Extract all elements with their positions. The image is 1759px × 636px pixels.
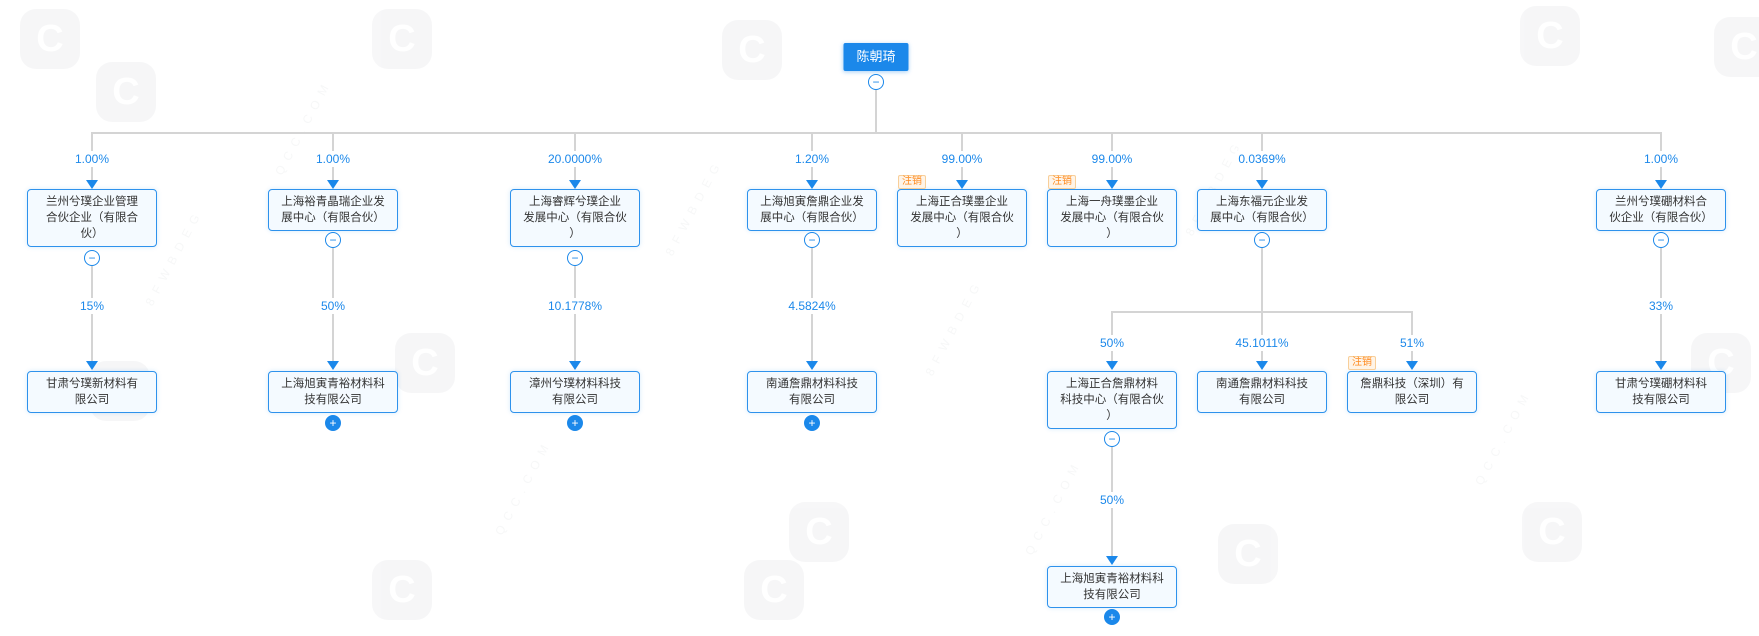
company-node[interactable]: 南通詹鼎材料科技 有限公司 xyxy=(1197,371,1327,413)
connector-line xyxy=(875,90,877,132)
arrow-down-icon xyxy=(1256,180,1268,189)
ownership-percent-label: 51% xyxy=(1396,335,1428,351)
connector-line xyxy=(91,132,1662,134)
arrow-down-icon xyxy=(1655,180,1667,189)
company-node[interactable]: 詹鼎科技（深圳）有 限公司 xyxy=(1347,371,1477,413)
arrow-down-icon xyxy=(327,180,339,189)
arrow-down-icon xyxy=(86,361,98,370)
qcc-watermark-logo-icon xyxy=(372,9,432,69)
arrow-down-icon xyxy=(569,361,581,370)
ownership-percent-label: 99.00% xyxy=(938,151,986,167)
company-node[interactable]: 上海睿辉兮璞企业 发展中心（有限合伙 ） xyxy=(510,189,640,247)
ownership-percent-label: 4.5824% xyxy=(785,298,839,314)
collapse-icon[interactable]: − xyxy=(1653,232,1669,248)
cancelled-badge: 注销 xyxy=(1048,175,1076,189)
qcc-watermark-logo-icon xyxy=(20,9,80,69)
ownership-percent-label: 45.1011% xyxy=(1232,335,1292,351)
collapse-icon[interactable]: − xyxy=(1104,431,1120,447)
company-node[interactable]: 兰州兮璞企业管理 合伙企业（有限合 伙） xyxy=(27,189,157,247)
watermark-text: 8FWBDEG xyxy=(662,155,726,259)
collapse-icon[interactable]: − xyxy=(1254,232,1270,248)
company-node[interactable]: 上海裕青晶瑞企业发 展中心（有限合伙） xyxy=(268,189,398,231)
ownership-percent-label: 1.20% xyxy=(791,151,833,167)
collapse-icon[interactable]: − xyxy=(567,250,583,266)
arrow-down-icon xyxy=(327,361,339,370)
arrow-down-icon xyxy=(806,180,818,189)
company-node[interactable]: 上海旭寅青裕材料科 技有限公司 xyxy=(268,371,398,413)
arrow-down-icon xyxy=(569,180,581,189)
company-node[interactable]: 上海一舟璞墨企业 发展中心（有限合伙 ） xyxy=(1047,189,1177,247)
company-node[interactable]: 兰州兮璞硼材料合 伙企业（有限合伙） xyxy=(1596,189,1726,231)
expand-icon[interactable]: + xyxy=(325,415,341,431)
cancelled-badge: 注销 xyxy=(1348,356,1376,370)
arrow-down-icon xyxy=(1406,361,1418,370)
qcc-watermark-logo-icon xyxy=(96,62,156,122)
collapse-icon[interactable]: − xyxy=(325,232,341,248)
ownership-percent-label: 15% xyxy=(76,298,108,314)
company-node[interactable]: 上海正合璞墨企业 发展中心（有限合伙 ） xyxy=(897,189,1027,247)
watermark-text: QCC.COM xyxy=(1022,456,1085,558)
arrow-down-icon xyxy=(86,180,98,189)
expand-icon[interactable]: + xyxy=(1104,609,1120,625)
qcc-watermark-logo-icon xyxy=(789,502,849,562)
company-node[interactable]: 上海东福元企业发 展中心（有限合伙） xyxy=(1197,189,1327,231)
arrow-down-icon xyxy=(1106,361,1118,370)
ownership-percent-label: 20.0000% xyxy=(544,151,606,167)
ownership-percent-label: 1.00% xyxy=(71,151,113,167)
ownership-percent-label: 1.00% xyxy=(312,151,354,167)
connector-line xyxy=(1261,248,1263,311)
ownership-percent-label: 50% xyxy=(1096,335,1128,351)
qcc-watermark-logo-icon xyxy=(1520,6,1580,66)
arrow-down-icon xyxy=(1106,180,1118,189)
ownership-percent-label: 0.0369% xyxy=(1235,151,1289,167)
ownership-percent-label: 99.00% xyxy=(1088,151,1136,167)
arrow-down-icon xyxy=(1256,361,1268,370)
watermark-text: QCC.COM xyxy=(492,436,555,538)
company-node[interactable]: 上海正合詹鼎材料 科技中心（有限合伙 ） xyxy=(1047,371,1177,429)
company-node[interactable]: 上海旭寅青裕材料科 技有限公司 xyxy=(1047,566,1177,608)
qcc-watermark-logo-icon xyxy=(744,560,804,620)
arrow-down-icon xyxy=(806,361,818,370)
arrow-down-icon xyxy=(1655,361,1667,370)
ownership-percent-label: 1.00% xyxy=(1640,151,1682,167)
ownership-percent-label: 33% xyxy=(1645,298,1677,314)
watermark-text: 8FWBDEG xyxy=(922,275,986,379)
collapse-icon[interactable]: − xyxy=(84,250,100,266)
expand-icon[interactable]: + xyxy=(567,415,583,431)
qcc-watermark-logo-icon xyxy=(395,333,455,393)
collapse-icon[interactable]: − xyxy=(804,232,820,248)
company-node[interactable]: 漳州兮璞材料科技 有限公司 xyxy=(510,371,640,413)
qcc-watermark-logo-icon xyxy=(372,560,432,620)
qcc-watermark-logo-icon xyxy=(722,20,782,80)
qcc-watermark-logo-icon xyxy=(1714,17,1759,77)
company-node[interactable]: 南通詹鼎材料科技 有限公司 xyxy=(747,371,877,413)
qcc-watermark-logo-icon xyxy=(1522,502,1582,562)
company-node[interactable]: 甘肃兮璞硼材料科 技有限公司 xyxy=(1596,371,1726,413)
company-node[interactable]: 上海旭寅詹鼎企业发 展中心（有限合伙） xyxy=(747,189,877,231)
cancelled-badge: 注销 xyxy=(898,175,926,189)
ownership-percent-label: 50% xyxy=(1096,492,1128,508)
ownership-percent-label: 10.1778% xyxy=(544,298,606,314)
watermark-text: QCC.COM xyxy=(1472,386,1535,488)
ownership-percent-label: 50% xyxy=(317,298,349,314)
arrow-down-icon xyxy=(1106,556,1118,565)
collapse-icon[interactable]: − xyxy=(868,74,884,90)
connector-line xyxy=(1111,311,1413,313)
expand-icon[interactable]: + xyxy=(804,415,820,431)
arrow-down-icon xyxy=(956,180,968,189)
person-node-root[interactable]: 陈朝琦 xyxy=(843,43,909,71)
qcc-watermark-logo-icon xyxy=(1218,524,1278,584)
company-node[interactable]: 甘肃兮璞新材料有 限公司 xyxy=(27,371,157,413)
